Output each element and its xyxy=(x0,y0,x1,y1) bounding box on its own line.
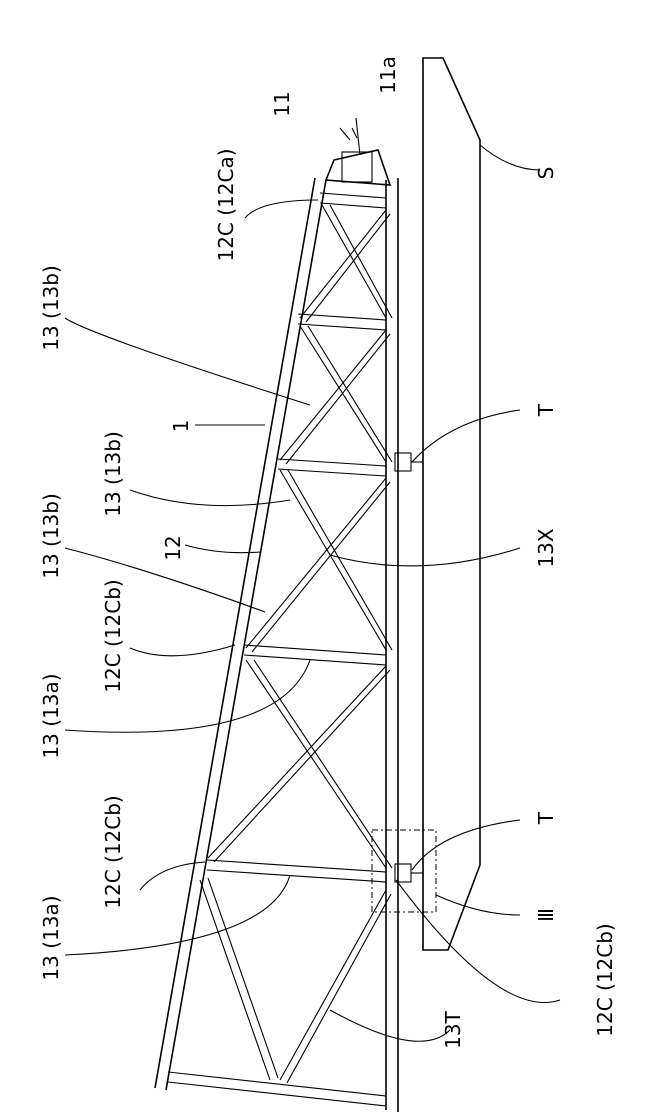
label-13a-lower: 13 (13a) xyxy=(39,895,63,980)
label-13b-top: 13 (13b) xyxy=(39,265,63,351)
diagonal-bracing xyxy=(200,205,392,1083)
label-iii: Ⅲ xyxy=(534,908,558,922)
label-13t: 13T xyxy=(441,1010,465,1048)
label-11a: 11a xyxy=(376,56,400,94)
label-t-lower: T xyxy=(534,811,558,825)
label-12cb-lower: 12C (12Cb) xyxy=(593,923,617,1037)
label-12ca: 12C (12Ca) xyxy=(214,148,238,261)
label-13x: 13X xyxy=(534,528,558,567)
label-11: 11 xyxy=(270,91,294,116)
label-s: S xyxy=(534,167,558,180)
detail-box-iii xyxy=(372,830,436,912)
top-chord-12 xyxy=(155,178,326,1090)
label-1: 1 xyxy=(169,420,193,433)
label-13b-lower: 13 (13b) xyxy=(39,493,63,579)
support-t-lower xyxy=(395,864,423,882)
end-piece-11 xyxy=(326,150,390,185)
bottom-chord xyxy=(386,178,398,1112)
barge-s xyxy=(423,58,480,950)
vertical-members xyxy=(168,193,386,1106)
label-12cb-upper: 12C (12Cb) xyxy=(101,579,125,693)
label-12cb-middle: 12C (12Cb) xyxy=(101,795,125,909)
label-13a-upper: 13 (13a) xyxy=(39,673,63,758)
label-t-upper: T xyxy=(534,403,558,417)
label-12: 12 xyxy=(161,535,185,560)
label-13b-middle: 13 (13b) xyxy=(101,431,125,517)
